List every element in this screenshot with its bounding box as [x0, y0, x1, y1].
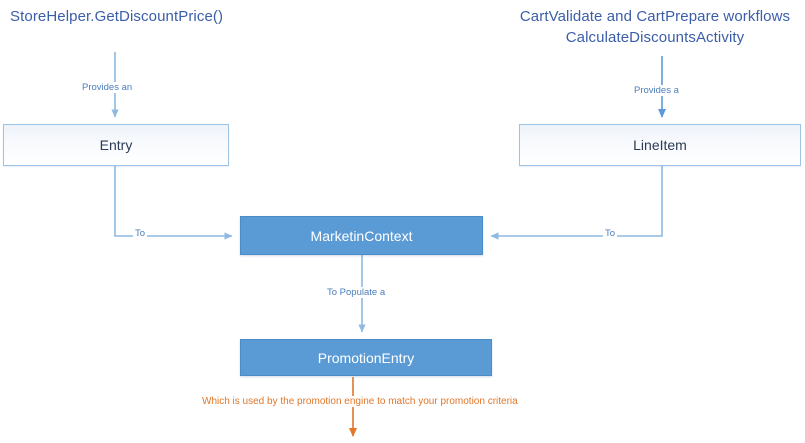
node-lineitem-label: LineItem — [633, 137, 687, 153]
node-entry[interactable]: Entry — [3, 124, 229, 166]
node-entry-label: Entry — [99, 137, 133, 153]
node-promotionentry[interactable]: PromotionEntry — [240, 339, 492, 376]
node-promotionentry-label: PromotionEntry — [317, 349, 415, 366]
node-marketincontext-label: MarketinContext — [310, 227, 413, 244]
connector-to-left — [114, 166, 233, 240]
edge-label-provides-a: Provides a — [632, 85, 681, 96]
header-label-storehelper: StoreHelper.GetDiscountPrice() — [10, 8, 224, 25]
node-marketincontext[interactable]: MarketinContext — [240, 216, 483, 255]
header-label-cartworkflows-line2: CalculateDiscountsActivity — [565, 29, 745, 46]
edge-label-promotion-criteria: Which is used by the promotion engine to… — [200, 396, 520, 407]
connector-to-right — [490, 166, 663, 240]
edge-label-to-left: To — [133, 228, 148, 239]
header-label-cartworkflows-line1: CartValidate and CartPrepare workflows — [519, 8, 791, 25]
node-lineitem[interactable]: LineItem — [519, 124, 801, 166]
header-label-cartworkflows: CartValidate and CartPrepare workflows C… — [505, 8, 805, 46]
edge-label-provides-an: Provides an — [80, 82, 135, 93]
edge-label-to-populate-a: To Populate a — [325, 287, 388, 298]
edge-label-to-right: To — [603, 228, 618, 239]
